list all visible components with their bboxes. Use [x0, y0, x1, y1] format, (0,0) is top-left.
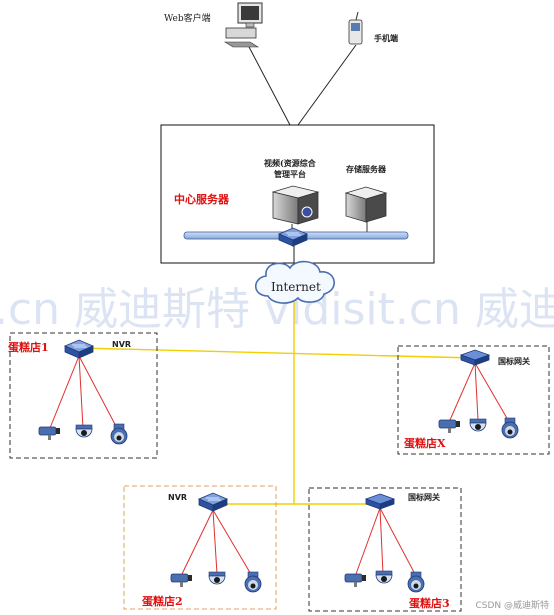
- internet-label: Internet: [271, 280, 321, 294]
- store-x-bullet-camera-icon: [438, 419, 461, 434]
- store-1-device-label: NVR: [112, 340, 131, 349]
- internet-cloud-icon: [254, 260, 335, 304]
- store-x-ptz-camera-icon: [501, 417, 519, 439]
- store-1-box: [9, 332, 158, 459]
- platform-label-line1: 视频(资源综合: [264, 158, 317, 168]
- platform-label-line2: 管理平台: [274, 169, 306, 179]
- csdn-credit: CSDN @威迪斯特: [475, 599, 549, 611]
- store-1-ptz-camera-icon: [110, 423, 128, 445]
- store-1-dome-camera-icon: [75, 424, 93, 438]
- store-3-gateway-icon: [365, 493, 395, 510]
- web-client-label: Web客户端: [164, 12, 211, 24]
- platform-server-icon: [271, 185, 320, 233]
- store-x-box: [397, 345, 550, 455]
- store-2-links: [181, 509, 253, 577]
- store-2-nvr-icon: [198, 492, 228, 512]
- store-x-name: 蛋糕店X: [404, 436, 446, 450]
- store-x-device-label: 国标网关: [498, 356, 530, 366]
- store-1-links: [49, 355, 119, 431]
- store-2-name: 蛋糕店2: [142, 594, 183, 608]
- store-3-bullet-camera-icon: [344, 573, 367, 588]
- central-server-title: 中心服务器: [174, 192, 230, 206]
- storage-label: 存储服务器: [345, 164, 387, 174]
- storage-server-icon: [344, 186, 388, 233]
- store-3-ptz-camera-icon: [407, 571, 425, 593]
- store-x-dome-camera-icon: [469, 418, 487, 432]
- store-x-gateway-icon: [460, 349, 490, 366]
- store-3-box: [308, 487, 462, 612]
- store-3-links: [355, 507, 417, 577]
- store-2-bullet-camera-icon: [170, 573, 193, 588]
- store-3-dome-camera-icon: [375, 570, 393, 584]
- store-2-box: [123, 485, 277, 610]
- store-2-dome-camera-icon: [208, 571, 226, 585]
- computer-icon: [223, 2, 263, 48]
- store-3-device-label: 国标网关: [408, 492, 440, 502]
- store-1-nvr-icon: [64, 339, 94, 359]
- mobile-label: 手机端: [374, 33, 398, 43]
- store-3-name: 蛋糕店3: [409, 596, 450, 610]
- store-x-links: [449, 362, 509, 421]
- link-web-client: [247, 44, 291, 126]
- wan-links: [78, 302, 476, 505]
- phone-icon: [348, 11, 363, 45]
- link-mobile: [297, 44, 357, 126]
- store-2-device-label: NVR: [168, 493, 187, 502]
- store-2-ptz-camera-icon: [244, 571, 262, 593]
- store-1-bullet-camera-icon: [38, 426, 61, 441]
- store-1-name: 蛋糕店1: [8, 340, 49, 354]
